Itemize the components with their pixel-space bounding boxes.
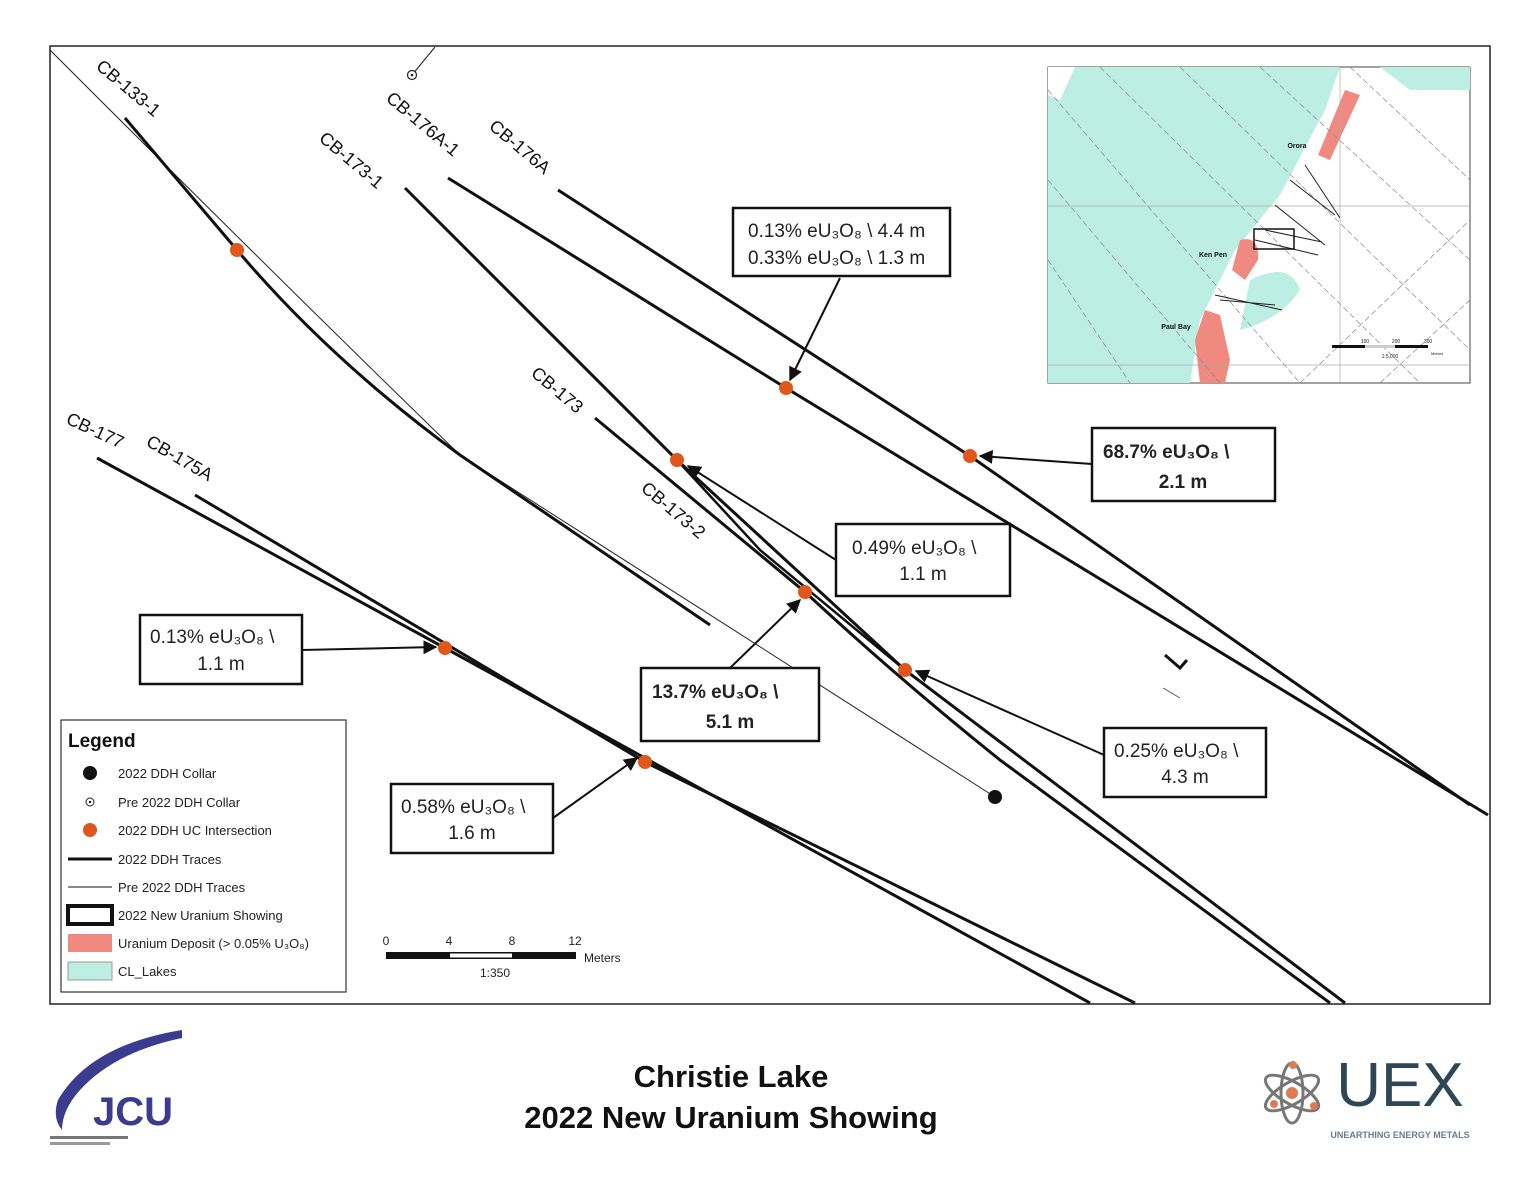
- inset-deposit-label: Orora: [1287, 143, 1306, 150]
- legend-title: Legend: [68, 731, 136, 752]
- intersection-marker: [963, 449, 977, 463]
- inset-scale-unit: Metres: [1431, 351, 1443, 356]
- callout-line: 1.6 m: [448, 823, 496, 844]
- inset-deposit-label: Paul Bay: [1161, 324, 1191, 331]
- intersection-marker: [779, 381, 793, 395]
- jcu-logo: JCU: [50, 1030, 182, 1145]
- uex-tagline: UNEARTHING ENERGY METALS: [1330, 1130, 1469, 1140]
- trace-cb-173-2: [676, 459, 906, 671]
- callout-line: 0.49% eU₃O₈ \: [852, 538, 977, 559]
- legend-item: 2022 New Uranium Showing: [118, 908, 283, 923]
- intersection-icon: [83, 823, 97, 837]
- callout-line: 0.13% eU₃O₈ \ 4.4 m: [748, 221, 925, 242]
- callout-line: 4.3 m: [1161, 767, 1209, 788]
- pre2022-collar-dot: [410, 73, 414, 77]
- callout-line: 0.33% eU₃O₈ \ 1.3 m: [748, 248, 925, 269]
- legend-item: 2022 DDH Traces: [118, 852, 222, 867]
- inset-scale-tick: 300: [1424, 339, 1433, 345]
- callout: 13.7% eU₃O₈ \ 5.1 m: [639, 666, 821, 743]
- scale-tick: 4: [446, 934, 453, 948]
- callout-line: 0.13% eU₃O₈ \: [150, 627, 275, 648]
- callout: 68.7% eU₃O₈ \ 2.1 m: [1090, 426, 1277, 503]
- callout: 0.49% eU₃O₈ \ 1.1 m: [834, 522, 1012, 598]
- jcu-logo-text: JCU: [93, 1090, 173, 1134]
- inset-scale-ratio: 1:5,000: [1382, 354, 1399, 360]
- trace-cb-173-1: [403, 186, 1346, 1004]
- callout-line: 2.1 m: [1159, 472, 1208, 493]
- callout-line: 13.7% eU₃O₈ \: [652, 682, 779, 703]
- intersection-marker: [898, 663, 912, 677]
- scale-unit: Meters: [584, 951, 621, 965]
- intersection-marker: [798, 585, 812, 599]
- callout: 0.13% eU₃O₈ \ 1.1 m: [138, 613, 304, 686]
- scale-tick: 0: [383, 934, 390, 948]
- trace-fragment: [1164, 653, 1189, 671]
- callout-line: 0.58% eU₃O₈ \: [401, 797, 526, 818]
- callout-arrows: [301, 277, 1105, 819]
- legend-item: 2022 DDH UC Intersection: [118, 823, 272, 838]
- scale-tick: 8: [509, 934, 516, 948]
- intersection-marker: [230, 243, 244, 257]
- trace-fragment: [1162, 687, 1181, 699]
- lake-swatch: [67, 961, 113, 981]
- callout: 0.13% eU₃O₈ \ 4.4 m 0.33% eU₃O₈ \ 1.3 m: [731, 206, 952, 278]
- legend-item: Uranium Deposit (> 0.05% U₃O₈): [118, 936, 309, 951]
- figure-subtitle: 2022 New Uranium Showing: [524, 1100, 937, 1135]
- showing-swatch: [66, 904, 114, 926]
- legend: Legend 2022 DDH Collar Pre 2022 DDH Coll…: [60, 719, 347, 993]
- intersection-marker: [438, 641, 452, 655]
- 2022-collar-icon: [988, 790, 1002, 804]
- uex-logo: UEX UNEARTHING ENERGY METALS: [1263, 1051, 1470, 1140]
- pre2022-trace: [50, 49, 996, 798]
- legend-item: CL_Lakes: [118, 964, 177, 979]
- callout: 0.25% eU₃O₈ \ 4.3 m: [1102, 726, 1268, 799]
- callout-line: 68.7% eU₃O₈ \: [1103, 442, 1230, 463]
- inset-scale-tick: 200: [1392, 339, 1401, 345]
- inset-map: Orora Ken Pen Paul Bay 100 200 300 Metre…: [1047, 66, 1471, 384]
- uex-logo-text: UEX: [1336, 1051, 1463, 1120]
- scale-ratio: 1:350: [480, 966, 510, 980]
- scale-bar: 0 4 8 12 Meters 1:350: [383, 934, 621, 980]
- callout-line: 5.1 m: [706, 712, 755, 733]
- inset-scale-tick: 100: [1361, 339, 1370, 345]
- callout-line: 0.25% eU₃O₈ \: [1114, 741, 1239, 762]
- callout-line: 1.1 m: [197, 654, 245, 675]
- intersection-marker: [638, 755, 652, 769]
- pre2022-trace: [411, 46, 436, 76]
- inset-deposit-label: Ken Pen: [1199, 252, 1227, 259]
- trace-cb-173: [594, 416, 1331, 1004]
- legend-item: 2022 DDH Collar: [118, 766, 217, 781]
- inset-showing-box: [1253, 228, 1295, 250]
- intersection-marker: [670, 453, 684, 467]
- trace-cb-133-1: [123, 117, 711, 627]
- figure-title: Christie Lake: [634, 1059, 829, 1094]
- legend-item: Pre 2022 DDH Collar: [118, 795, 241, 810]
- 2022-collar-icon: [83, 766, 97, 780]
- deposit-swatch: [68, 934, 112, 952]
- legend-item: Pre 2022 DDH Traces: [118, 880, 246, 895]
- uc-intersections: [230, 243, 977, 769]
- scale-tick: 12: [568, 934, 582, 948]
- callout: 0.58% eU₃O₈ \ 1.6 m: [389, 782, 555, 855]
- callout-line: 1.1 m: [899, 564, 947, 585]
